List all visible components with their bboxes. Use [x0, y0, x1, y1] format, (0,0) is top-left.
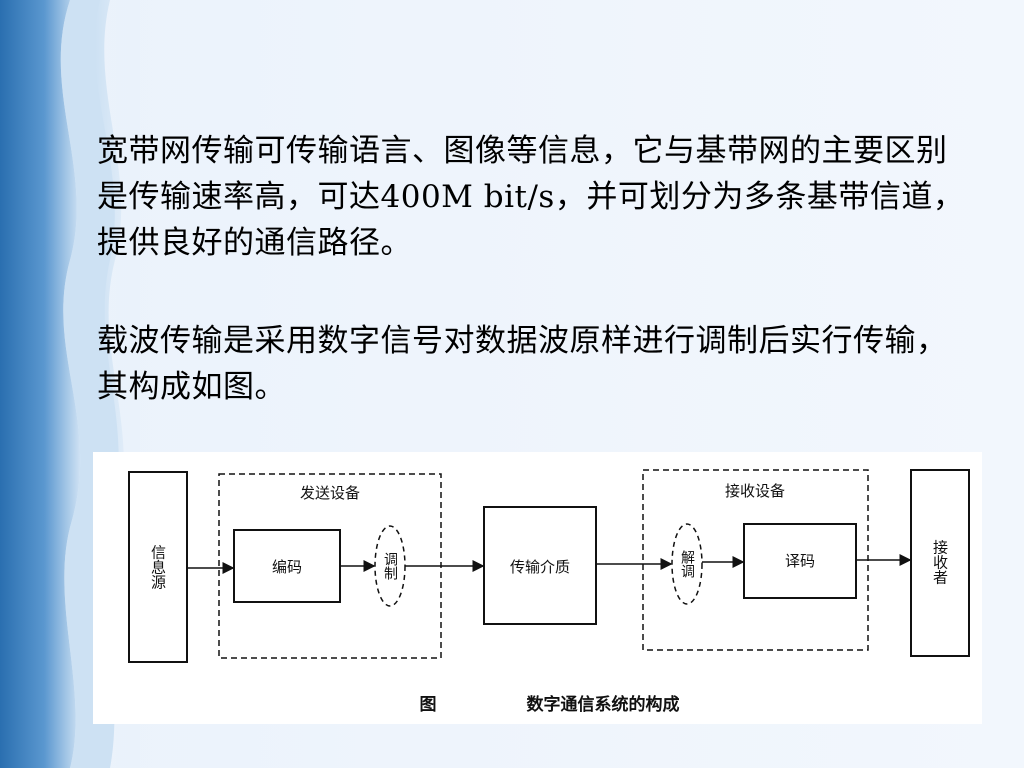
- source-box: [128, 471, 188, 663]
- paragraph-broadband: 宽带网传输可传输语言、图像等信息，它与基带网的主要区别是传输速率高，可达400M…: [97, 133, 965, 261]
- decode-label: 译码: [785, 552, 815, 570]
- figure-caption-text: 数字通信系统的构成: [527, 694, 680, 715]
- source-label: 信息源: [149, 545, 167, 590]
- demodulate-label: 解调: [679, 550, 695, 578]
- diagram-svg: 信息源 发送设备 编码 调制 传输介质 接收设备 解调 译码 接收者: [128, 469, 970, 715]
- receiver-group-label: 接收设备: [725, 482, 785, 500]
- encode-label: 编码: [272, 558, 302, 576]
- modulate-label: 调制: [382, 552, 398, 580]
- figure-caption-prefix: 图: [420, 695, 437, 715]
- figure-communication-system: 信息源 发送设备 编码 调制 传输介质 接收设备 解调 译码 接收者: [93, 452, 982, 724]
- medium-label: 传输介质: [510, 558, 570, 576]
- sink-label: 接收者: [931, 540, 949, 585]
- sender-group-label: 发送设备: [300, 484, 360, 502]
- paragraph-carrier: 载波传输是采用数字信号对数据波原样进行调制后实行传输，其构成如图。: [97, 323, 948, 405]
